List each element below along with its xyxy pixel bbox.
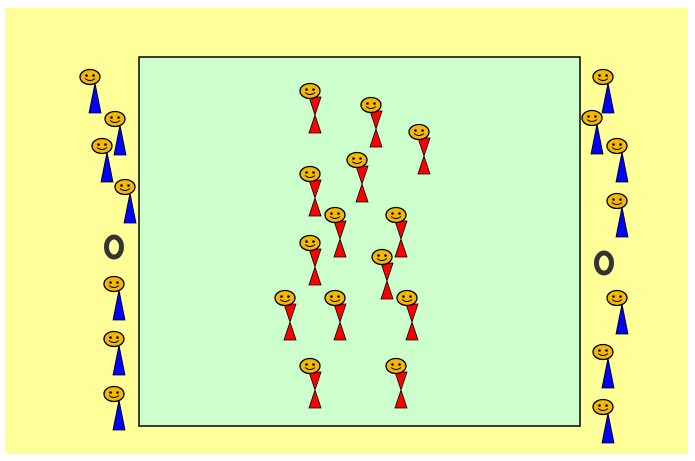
eye: [337, 212, 340, 215]
eye: [305, 88, 308, 91]
eye: [598, 404, 601, 407]
smiley-face: [275, 291, 295, 306]
eye: [619, 198, 622, 201]
eye: [598, 74, 601, 77]
eye: [373, 102, 376, 105]
smiley-face: [325, 208, 345, 223]
smiley-face: [325, 291, 345, 306]
smiley-face: [386, 208, 406, 223]
eye: [359, 157, 362, 160]
smiley-face: [300, 236, 320, 251]
eye: [337, 295, 340, 298]
eye: [619, 295, 622, 298]
eye: [402, 295, 405, 298]
eye: [605, 404, 608, 407]
eye: [92, 74, 95, 77]
smiley-face: [104, 387, 124, 402]
eye: [377, 254, 380, 257]
smiley-face: [593, 400, 613, 415]
smiley-face: [300, 84, 320, 99]
smiley-face: [115, 180, 135, 195]
smiley-face: [593, 70, 613, 85]
eye: [116, 281, 119, 284]
eye: [391, 212, 394, 215]
eye: [109, 391, 112, 394]
eye: [110, 116, 113, 119]
smiley-face: [607, 139, 627, 154]
eye: [104, 143, 107, 146]
eye: [330, 295, 333, 298]
eye: [384, 254, 387, 257]
eye: [605, 349, 608, 352]
eye: [305, 171, 308, 174]
eye: [305, 240, 308, 243]
playing-field: [139, 57, 580, 426]
eye: [605, 74, 608, 77]
smiley-face: [92, 139, 112, 154]
eye: [117, 116, 120, 119]
eye: [85, 74, 88, 77]
eye: [330, 212, 333, 215]
smiley-face: [607, 291, 627, 306]
eye: [312, 363, 315, 366]
eye: [366, 102, 369, 105]
smiley-face: [386, 359, 406, 374]
eye: [619, 143, 622, 146]
smiley-face: [397, 291, 417, 306]
smiley-face: [105, 112, 125, 127]
smiley-face: [593, 345, 613, 360]
smiley-face: [104, 332, 124, 347]
eye: [116, 391, 119, 394]
smiley-face: [104, 277, 124, 292]
eye: [287, 295, 290, 298]
eye: [594, 115, 597, 118]
eye: [352, 157, 355, 160]
smiley-face: [409, 125, 429, 140]
eye: [312, 240, 315, 243]
eye: [127, 184, 130, 187]
eye: [398, 212, 401, 215]
eye: [109, 336, 112, 339]
eye: [587, 115, 590, 118]
smiley-face: [300, 167, 320, 182]
smiley-face: [347, 153, 367, 168]
eye: [312, 88, 315, 91]
smiley-face: [372, 250, 392, 265]
eye: [280, 295, 283, 298]
eye: [612, 143, 615, 146]
eye: [109, 281, 112, 284]
eye: [612, 198, 615, 201]
eye: [305, 363, 308, 366]
eye: [598, 349, 601, 352]
eye: [421, 129, 424, 132]
eye: [120, 184, 123, 187]
smiley-face: [582, 111, 602, 126]
eye: [312, 171, 315, 174]
eye: [612, 295, 615, 298]
eye: [414, 129, 417, 132]
eye: [398, 363, 401, 366]
eye: [409, 295, 412, 298]
smiley-face: [80, 70, 100, 85]
smiley-face: [607, 194, 627, 209]
eye: [116, 336, 119, 339]
smiley-face: [361, 98, 381, 113]
eye: [97, 143, 100, 146]
smiley-face: [300, 359, 320, 374]
eye: [391, 363, 394, 366]
